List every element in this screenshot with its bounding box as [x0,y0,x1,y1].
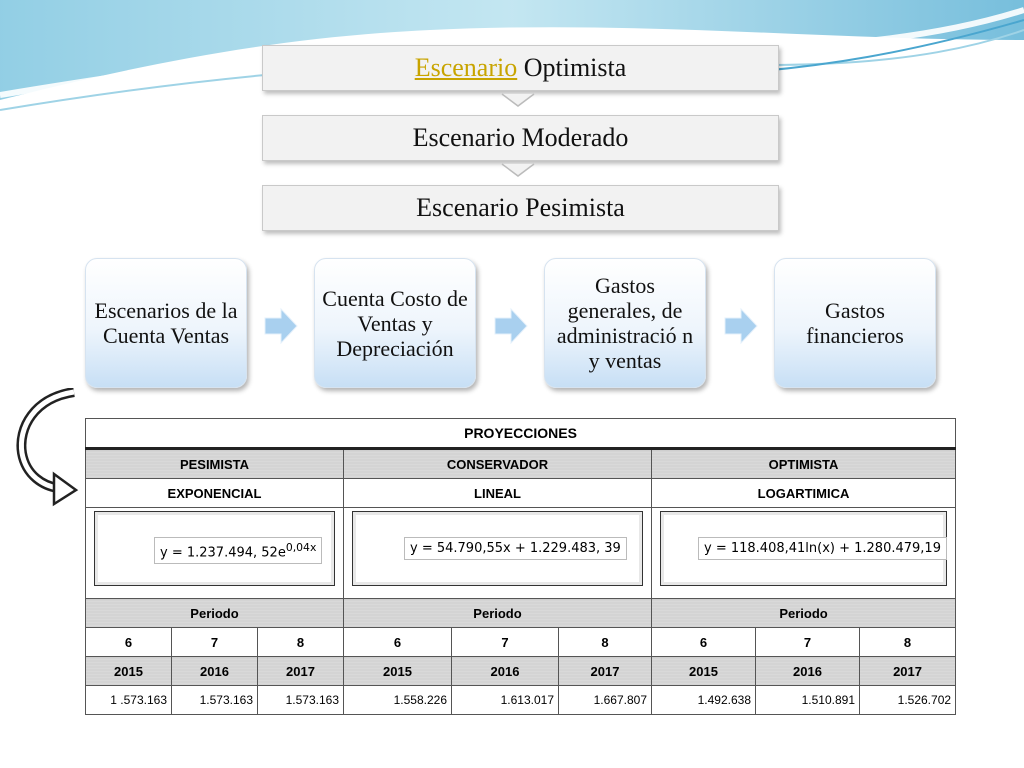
method-lineal: LINEAL [343,478,652,508]
projection-value: 1.573.163 [257,685,344,715]
equation-lineal: y = 54.790,55x + 1.229.483, 39 [404,537,627,560]
connector-chevron [501,93,535,107]
equation-logaritmica: y = 118.408,41ln(x) + 1.280.479,19 [698,537,947,560]
projection-value: 1.526.702 [858,685,957,715]
right-arrow-icon [724,307,758,345]
scenario-header-pesimista: PESIMISTA [85,448,344,479]
year-cell: 2016 [171,656,258,686]
year-cell: 2016 [451,656,559,686]
right-arrow-icon [494,307,528,345]
connector-chevron [501,163,535,177]
process-box-costo: Cuenta Costo de Ventas y Depreciación [314,258,476,388]
equation-cell-exponencial: y = 1.237.494, 52e0,04x [85,507,344,599]
year-cell: 2015 [85,656,172,686]
equation-exponencial: y = 1.237.494, 52e0,04x [154,537,323,565]
period-number: 6 [343,627,452,657]
period-number: 7 [451,627,559,657]
projection-value: 1.558.226 [343,685,452,715]
period-number: 7 [755,627,860,657]
projections-table: PROYECCIONES PESIMISTA CONSERVADOR OPTIM… [84,418,957,715]
equation-cell-lineal: y = 54.790,55x + 1.229.483, 39 [343,507,652,599]
optimista-label: Optimista [523,53,627,82]
period-header: Periodo [650,598,957,628]
process-box-gastos-generales: Gastos generales, de administració n y v… [544,258,706,388]
period-number: 8 [858,627,957,657]
projection-value: 1.573.163 [171,685,258,715]
process-box-ventas: Escenarios de la Cuenta Ventas [85,258,247,388]
right-arrow-icon [264,307,298,345]
projection-value: 1.510.891 [755,685,860,715]
curved-arrow-icon [16,388,79,507]
period-number: 6 [85,627,172,657]
period-header: Periodo [343,598,652,628]
method-logaritmica: LOGARTIMICA [650,478,957,508]
year-cell: 2017 [257,656,344,686]
projection-value: 1.667.807 [558,685,652,715]
period-number: 6 [651,627,756,657]
year-cell: 2017 [558,656,652,686]
year-cell: 2015 [651,656,756,686]
escenario-link[interactable]: Escenario [414,53,518,82]
stack-bar-pesimista: Escenario Pesimista [262,185,779,231]
stack-bar-optimista: Escenario Optimista [262,45,779,91]
period-header: Periodo [85,598,344,628]
scenario-header-optimista: OPTIMISTA [650,448,957,479]
period-number: 7 [171,627,258,657]
projection-value: 1.492.638 [651,685,756,715]
method-exponencial: EXPONENCIAL [85,478,344,508]
scenario-header-conservador: CONSERVADOR [343,448,652,479]
year-cell: 2015 [343,656,452,686]
year-cell: 2016 [755,656,860,686]
year-cell: 2017 [858,656,957,686]
projection-value: 1.613.017 [451,685,559,715]
process-box-gastos-financieros: Gastos financieros [774,258,936,388]
equation-cell-logaritmica: y = 118.408,41ln(x) + 1.280.479,19 [650,507,957,599]
period-number: 8 [558,627,652,657]
projection-value: 1 .573.163 [85,685,172,715]
stack-bar-moderado: Escenario Moderado [262,115,779,161]
table-title: PROYECCIONES [84,418,957,450]
period-number: 8 [257,627,344,657]
